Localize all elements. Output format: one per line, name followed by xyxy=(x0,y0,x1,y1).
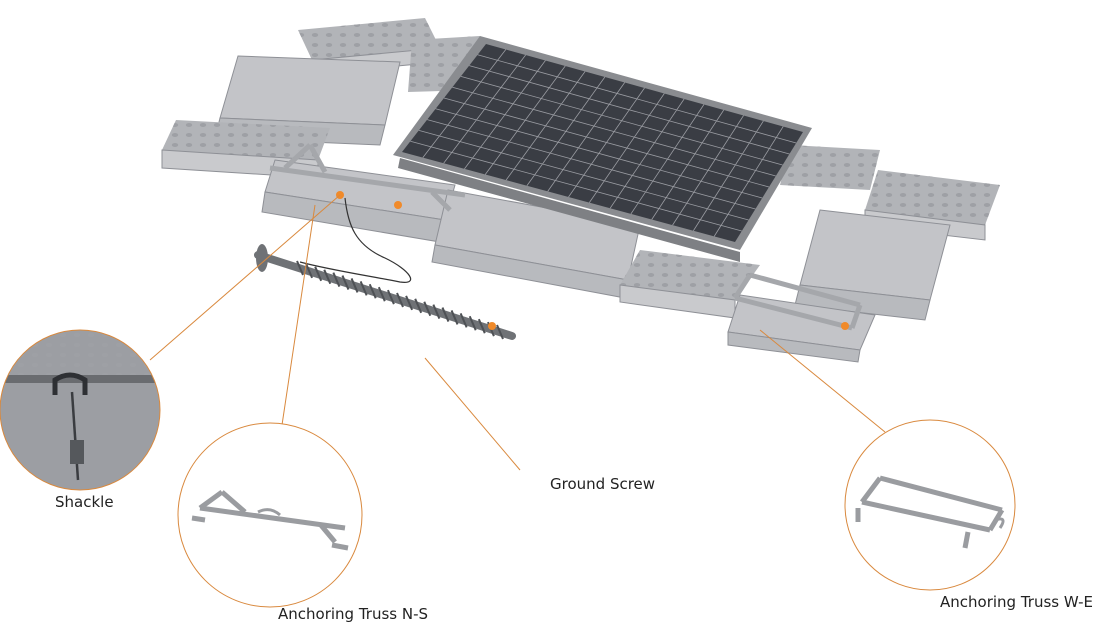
truss-we-installed xyxy=(732,272,863,331)
screw-marker xyxy=(488,322,496,330)
float-module xyxy=(619,250,760,319)
screw-thread xyxy=(468,315,477,331)
truss-we-callout xyxy=(844,419,1016,591)
screw-thread xyxy=(350,278,359,293)
leader-truss-we xyxy=(759,329,886,433)
panel-grid-line xyxy=(427,119,756,210)
screw-thread xyxy=(414,298,423,314)
panel-grid-line xyxy=(460,76,783,166)
screw-thread xyxy=(405,295,414,311)
screw-thread xyxy=(296,260,304,276)
screw-thread xyxy=(314,266,323,282)
panel-grid-line xyxy=(469,65,790,155)
screw-thread xyxy=(396,292,404,308)
float-module xyxy=(727,294,876,363)
screw-thread xyxy=(450,310,459,325)
truss-ns-installed xyxy=(269,143,466,212)
panel-grid-line xyxy=(443,97,770,188)
solar-panel xyxy=(393,36,812,262)
shackle-callout xyxy=(0,329,161,491)
screw-thread xyxy=(323,269,332,285)
screw-thread xyxy=(341,275,350,290)
screw-thread xyxy=(305,263,314,279)
screw-thread xyxy=(332,272,341,288)
leader-shackle xyxy=(149,194,341,361)
label-shackle: Shackle xyxy=(55,493,114,511)
leader-ground-screw xyxy=(424,357,521,471)
truss-we-marker xyxy=(841,322,849,330)
label-anchoring-truss-we: Anchoring Truss W-E xyxy=(940,593,1093,611)
float-modules xyxy=(161,18,1000,363)
panel-grid-line xyxy=(452,86,776,177)
leader-truss-ns xyxy=(281,204,316,426)
screw-thread xyxy=(496,324,504,340)
screw-thread xyxy=(377,286,386,302)
label-anchoring-truss-ns: Anchoring Truss N-S xyxy=(278,605,429,623)
float-module xyxy=(794,209,951,321)
screw-thread xyxy=(432,304,441,320)
panel-grid-line xyxy=(477,54,797,144)
panel-grid-line xyxy=(435,108,763,199)
panel-grid-line xyxy=(410,140,742,232)
screw-thread xyxy=(459,312,468,328)
screw-thread xyxy=(386,289,395,305)
screw-thread xyxy=(441,307,450,322)
float-module xyxy=(780,145,880,190)
truss-ns-marker xyxy=(394,201,402,209)
ground-screw xyxy=(254,197,516,340)
screw-thread xyxy=(368,283,377,299)
leader-lines xyxy=(149,194,886,471)
label-ground-screw: Ground Screw xyxy=(550,475,656,493)
panel-grid-line xyxy=(418,130,749,221)
screw-thread xyxy=(359,280,368,296)
screw-thread xyxy=(477,318,486,334)
screw-thread xyxy=(423,301,432,317)
truss-ns-callout xyxy=(177,422,363,608)
